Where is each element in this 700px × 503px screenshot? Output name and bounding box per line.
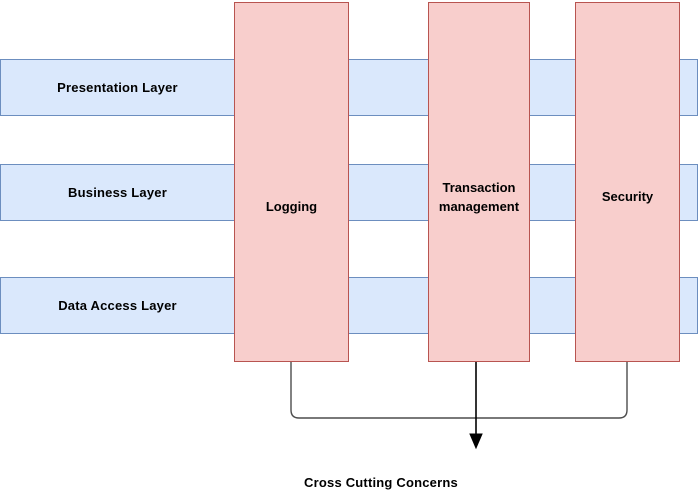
layer-label-business: Business Layer <box>68 185 167 200</box>
connector-logging <box>290 362 476 419</box>
concern-column-transaction-management[interactable]: Transaction management <box>428 2 530 362</box>
arrowhead-icon <box>469 433 483 450</box>
caption-text: Cross Cutting Concerns <box>304 475 458 490</box>
connector-security <box>476 362 628 419</box>
layer-label-container-presentation: Presentation Layer <box>1 60 234 115</box>
concern-label-security: Security <box>601 188 654 204</box>
caption-cross-cutting-concerns: Cross Cutting Concerns <box>0 474 700 492</box>
concern-label-logging: Logging <box>265 198 318 214</box>
concern-column-security[interactable]: Security <box>575 2 680 362</box>
concern-column-logging[interactable]: Logging <box>234 2 349 362</box>
layer-label-container-data-access: Data Access Layer <box>1 278 234 333</box>
layer-label-presentation: Presentation Layer <box>57 80 178 95</box>
layer-label-data-access: Data Access Layer <box>58 298 177 313</box>
layer-label-container-business: Business Layer <box>1 165 234 220</box>
concern-label-transaction-management: Transaction management <box>438 180 520 214</box>
